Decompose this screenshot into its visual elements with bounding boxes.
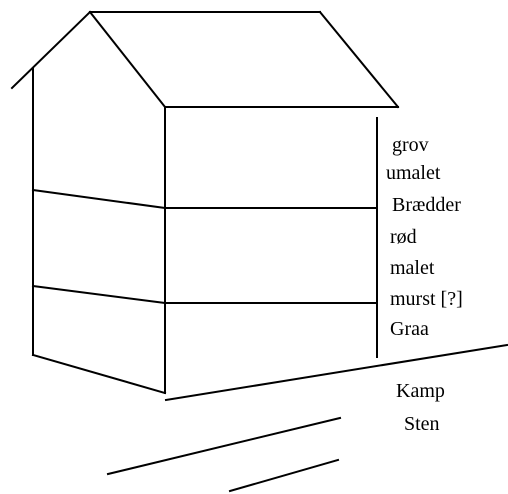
roof-right-slope — [318, 10, 400, 109]
label-kamp: Kamp — [396, 380, 445, 402]
label-grov: grov — [392, 134, 429, 156]
path-line-lower — [228, 458, 340, 493]
label-braedder: Brædder — [392, 194, 461, 216]
ground-line — [164, 343, 508, 402]
roof-front-slope — [88, 10, 167, 109]
side-band-upper — [31, 188, 167, 210]
label-sten: Sten — [404, 413, 440, 435]
side-wall-bottom — [31, 353, 167, 395]
roof-left-eave — [10, 10, 92, 90]
path-line-upper — [106, 416, 342, 476]
label-umalet: umalet — [386, 162, 441, 184]
label-malet: malet — [390, 257, 435, 279]
label-rod: rød — [390, 226, 417, 248]
label-murst: murst [?] — [390, 288, 463, 310]
label-graa: Graa — [390, 318, 429, 340]
side-band-lower — [31, 284, 167, 305]
